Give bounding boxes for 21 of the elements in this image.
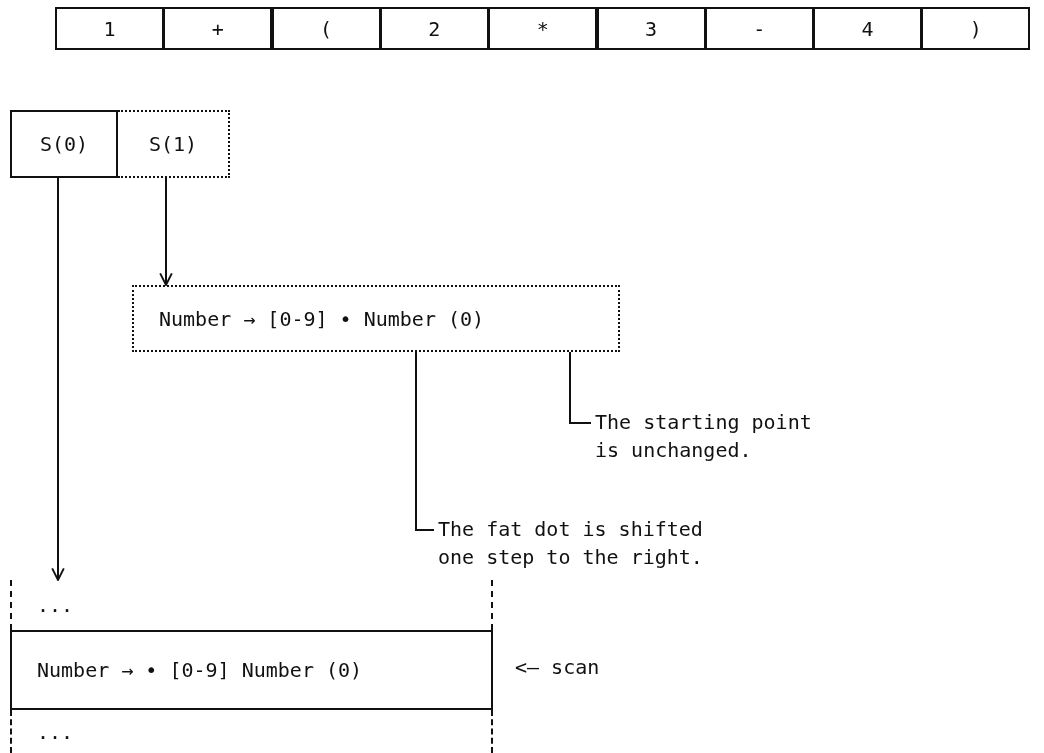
token-cell: * bbox=[488, 7, 598, 50]
state-cell: S(1) bbox=[118, 110, 230, 178]
leader-line bbox=[569, 351, 592, 424]
ellipsis-row: ... bbox=[10, 580, 493, 630]
note-text: The starting point is unchanged. bbox=[595, 408, 845, 464]
token-cell: 3 bbox=[596, 7, 706, 50]
arrow bbox=[159, 177, 173, 286]
note-text: The fat dot is shifted one step to the right. bbox=[438, 515, 718, 571]
rule-row: Number → • [0-9] Number (0) bbox=[10, 630, 493, 710]
token-cell: - bbox=[704, 7, 814, 50]
token-cell: 4 bbox=[813, 7, 923, 50]
token-cell: ) bbox=[921, 7, 1031, 50]
token-cell: 1 bbox=[55, 7, 164, 50]
token-cell: ( bbox=[271, 7, 381, 50]
token-cell: + bbox=[163, 7, 273, 50]
ellipsis-row: ... bbox=[10, 710, 493, 753]
token-cell: 2 bbox=[379, 7, 489, 50]
leader-line bbox=[415, 351, 435, 531]
state-cell: S(0) bbox=[10, 110, 118, 178]
annotation-label: <— scan bbox=[515, 655, 600, 679]
arrow bbox=[51, 177, 65, 581]
